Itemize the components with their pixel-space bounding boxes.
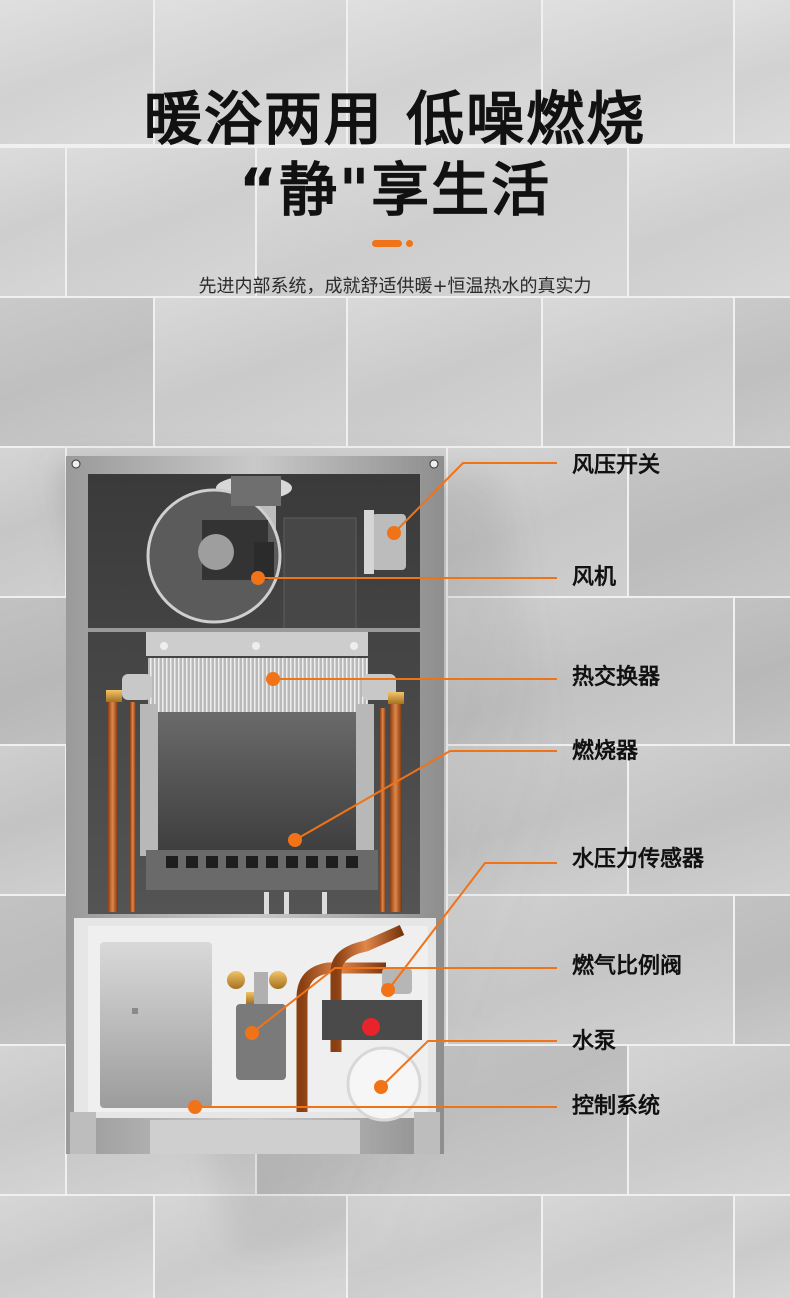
- boiler-cutaway-illustration: [66, 452, 444, 1154]
- subtitle: 先进内部系统，成就舒适供暖+恒温热水的真实力: [198, 276, 592, 297]
- headline-line-1: 暖浴两用 低噪燃烧: [143, 85, 647, 153]
- label-water-pressure-sensor: 水压力传感器: [572, 847, 705, 872]
- headline-line-2: “静"享生活: [238, 156, 552, 224]
- label-fan: 风机: [572, 565, 617, 590]
- label-burner: 燃烧器: [572, 739, 639, 764]
- label-gas-proportional-valve: 燃气比例阀: [572, 954, 683, 979]
- accent-bar: [372, 240, 402, 247]
- label-heat-exchanger: 热交换器: [572, 665, 661, 690]
- accent-dot: [406, 240, 413, 247]
- label-air-pressure-switch: 风压开关: [572, 453, 661, 478]
- label-water-pump: 水泵: [572, 1029, 617, 1054]
- label-control-system: 控制系统: [572, 1094, 661, 1119]
